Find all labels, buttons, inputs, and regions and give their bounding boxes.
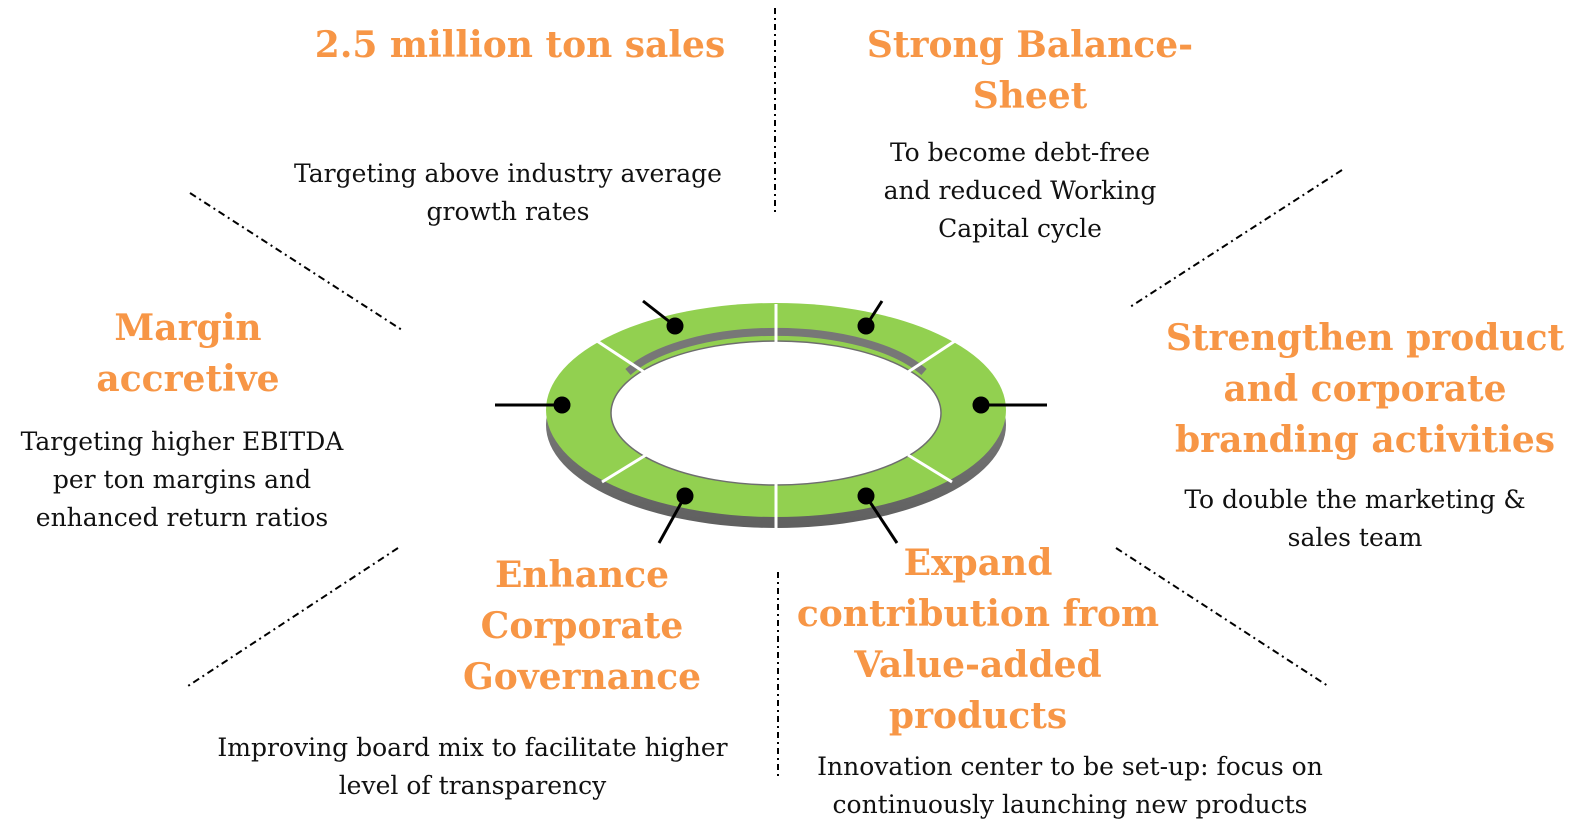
objective-title-line: Governance xyxy=(462,656,702,698)
connector-dot-bottom-right xyxy=(857,487,875,505)
objective-balance-sheet-description: To become debt-free and reduced Working … xyxy=(830,134,1210,248)
objective-title-line: branding activities xyxy=(1175,419,1555,461)
objective-sales: 2.5 million ton sales xyxy=(270,20,770,71)
objective-description: To double the marketing & sales team xyxy=(1165,481,1545,557)
objective-title-line: contribution from xyxy=(796,593,1160,635)
objective-title-line: and corporate xyxy=(1223,368,1507,410)
connector-dot-right xyxy=(972,396,990,414)
objective-description-line: enhanced return ratios xyxy=(35,503,329,532)
objective-title: Strengthen product and corporate brandin… xyxy=(1160,313,1570,466)
connector-dot-left xyxy=(553,396,571,414)
connector-bottom-left xyxy=(657,495,687,544)
objective-margin-description: Targeting higher EBITDA per ton margins … xyxy=(4,423,360,537)
objective-value-added-description: Innovation center to be set-up: focus on… xyxy=(790,748,1350,824)
ring-top xyxy=(546,303,1006,517)
objective-description-line: Innovation center to be set-up: focus on xyxy=(817,752,1323,781)
connector-dot-top-left xyxy=(666,317,684,335)
objective-branding: Strengthen product and corporate brandin… xyxy=(1160,313,1570,466)
objective-balance-sheet: Strong Balance- Sheet xyxy=(820,20,1240,122)
objective-title-line: Margin xyxy=(114,307,262,349)
objective-title: Strong Balance- Sheet xyxy=(820,20,1240,122)
objective-description-line: continuously launching new products xyxy=(832,790,1308,819)
divider-lower-left xyxy=(187,547,399,687)
objective-description: Innovation center to be set-up: focus on… xyxy=(790,748,1350,824)
section-dividers xyxy=(187,8,1343,780)
connector-dot-top-right xyxy=(857,317,875,335)
objective-title: Enhance Corporate Governance xyxy=(432,550,732,703)
divider-upper-right xyxy=(1129,169,1343,308)
objective-title-line: Value-added xyxy=(854,644,1102,686)
objective-title-line: Corporate xyxy=(480,605,684,647)
objective-title-line: Enhance xyxy=(494,554,670,596)
objective-description-line: Capital cycle xyxy=(938,214,1102,243)
connector-dot-bottom-left xyxy=(676,487,694,505)
objective-title: Expand contribution from Value-added pro… xyxy=(778,538,1178,742)
ring-segment-separators xyxy=(596,304,956,528)
objective-title-line: accretive xyxy=(96,358,280,400)
objective-margin: Margin accretive xyxy=(38,303,338,405)
objective-description: Improving board mix to facilitate higher… xyxy=(190,729,755,805)
objective-description-line: growth rates xyxy=(426,197,590,226)
objective-description-line: and reduced Working xyxy=(883,176,1157,205)
objective-title-line: Strong Balance- xyxy=(866,24,1194,66)
objective-title: 2.5 million ton sales xyxy=(270,20,770,71)
objective-description-line: Targeting higher EBITDA xyxy=(20,427,344,456)
objective-description-line: Improving board mix to facilitate higher xyxy=(217,733,728,762)
objective-value-added: Expand contribution from Value-added pro… xyxy=(778,538,1178,742)
objective-description-line: sales team xyxy=(1287,523,1423,552)
objective-description: To become debt-free and reduced Working … xyxy=(830,134,1210,248)
objective-description-line: level of transparency xyxy=(338,771,607,800)
objective-description-line: per ton margins and xyxy=(52,465,312,494)
objective-governance-description: Improving board mix to facilitate higher… xyxy=(190,729,755,805)
objective-title: Margin accretive xyxy=(38,303,338,405)
objective-sales-description: Targeting above industry average growth … xyxy=(258,155,758,231)
ring-connectors xyxy=(495,299,1047,544)
objective-title-line: products xyxy=(888,695,1068,737)
objective-description-line: To double the marketing & xyxy=(1184,485,1526,514)
objective-description: Targeting above industry average growth … xyxy=(258,155,758,231)
objective-title-line: Sheet xyxy=(972,75,1088,117)
objective-governance: Enhance Corporate Governance xyxy=(432,550,732,703)
objective-title-line: 2.5 million ton sales xyxy=(314,24,726,66)
divider-upper-left xyxy=(189,192,403,331)
objective-branding-description: To double the marketing & sales team xyxy=(1165,481,1545,557)
objective-title-line: Expand xyxy=(903,542,1053,584)
divider-lower-right xyxy=(1115,547,1329,687)
objective-description-line: To become debt-free xyxy=(889,138,1151,167)
objective-title-line: Strengthen product xyxy=(1165,317,1565,359)
connector-bottom-right xyxy=(864,495,899,544)
objective-description-line: Targeting above industry average xyxy=(294,159,722,188)
objective-description: Targeting higher EBITDA per ton margins … xyxy=(4,423,360,537)
